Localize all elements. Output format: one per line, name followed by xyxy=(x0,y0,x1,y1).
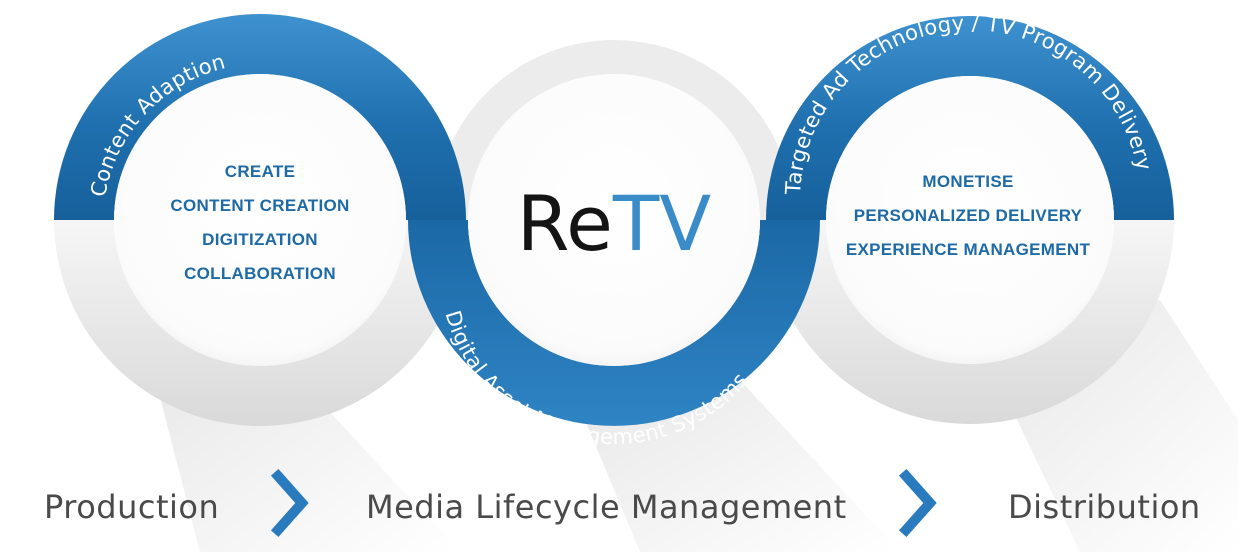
right-item-personalized-delivery: PERSONALIZED DELIVERY xyxy=(854,206,1083,225)
right-circle-items: MONETISE PERSONALIZED DELIVERY EXPERIENC… xyxy=(846,172,1091,259)
left-ring-arc xyxy=(54,14,466,220)
right-inner-circle xyxy=(826,76,1114,364)
inner-circles xyxy=(114,74,1114,366)
left-item-content-creation: CONTENT CREATION xyxy=(170,196,349,215)
right-item-monetise: MONETISE xyxy=(922,172,1013,191)
retv-logo-tv: TV xyxy=(612,179,711,268)
left-item-collaboration: COLLABORATION xyxy=(184,264,336,283)
stage-media-lifecycle-management: Media Lifecycle Management xyxy=(366,488,847,526)
blue-ring-arcs xyxy=(54,14,1174,426)
gray-ring-halves xyxy=(54,40,1174,426)
stage-row: Production Media Lifecycle Management Di… xyxy=(44,468,1201,538)
left-item-create: CREATE xyxy=(225,162,295,181)
left-inner-circle xyxy=(114,74,406,366)
chevron-right-icon xyxy=(898,468,937,538)
middle-ring-arc xyxy=(408,220,820,426)
chevron-right-icon xyxy=(270,468,309,538)
left-circle-items: CREATE CONTENT CREATION DIGITIZATION COL… xyxy=(170,162,349,283)
retv-logo-text: ReTV xyxy=(517,179,712,268)
right-ring-arc xyxy=(766,16,1174,220)
right-item-experience-management: EXPERIENCE MANAGEMENT xyxy=(846,240,1091,259)
retv-logo-re: Re xyxy=(517,179,613,268)
stage-distribution: Distribution xyxy=(1008,488,1201,526)
left-item-digitization: DIGITIZATION xyxy=(202,230,318,249)
stage-production: Production xyxy=(44,488,219,526)
middle-inner-circle xyxy=(468,74,760,366)
retv-logo: ReTV xyxy=(517,179,712,268)
